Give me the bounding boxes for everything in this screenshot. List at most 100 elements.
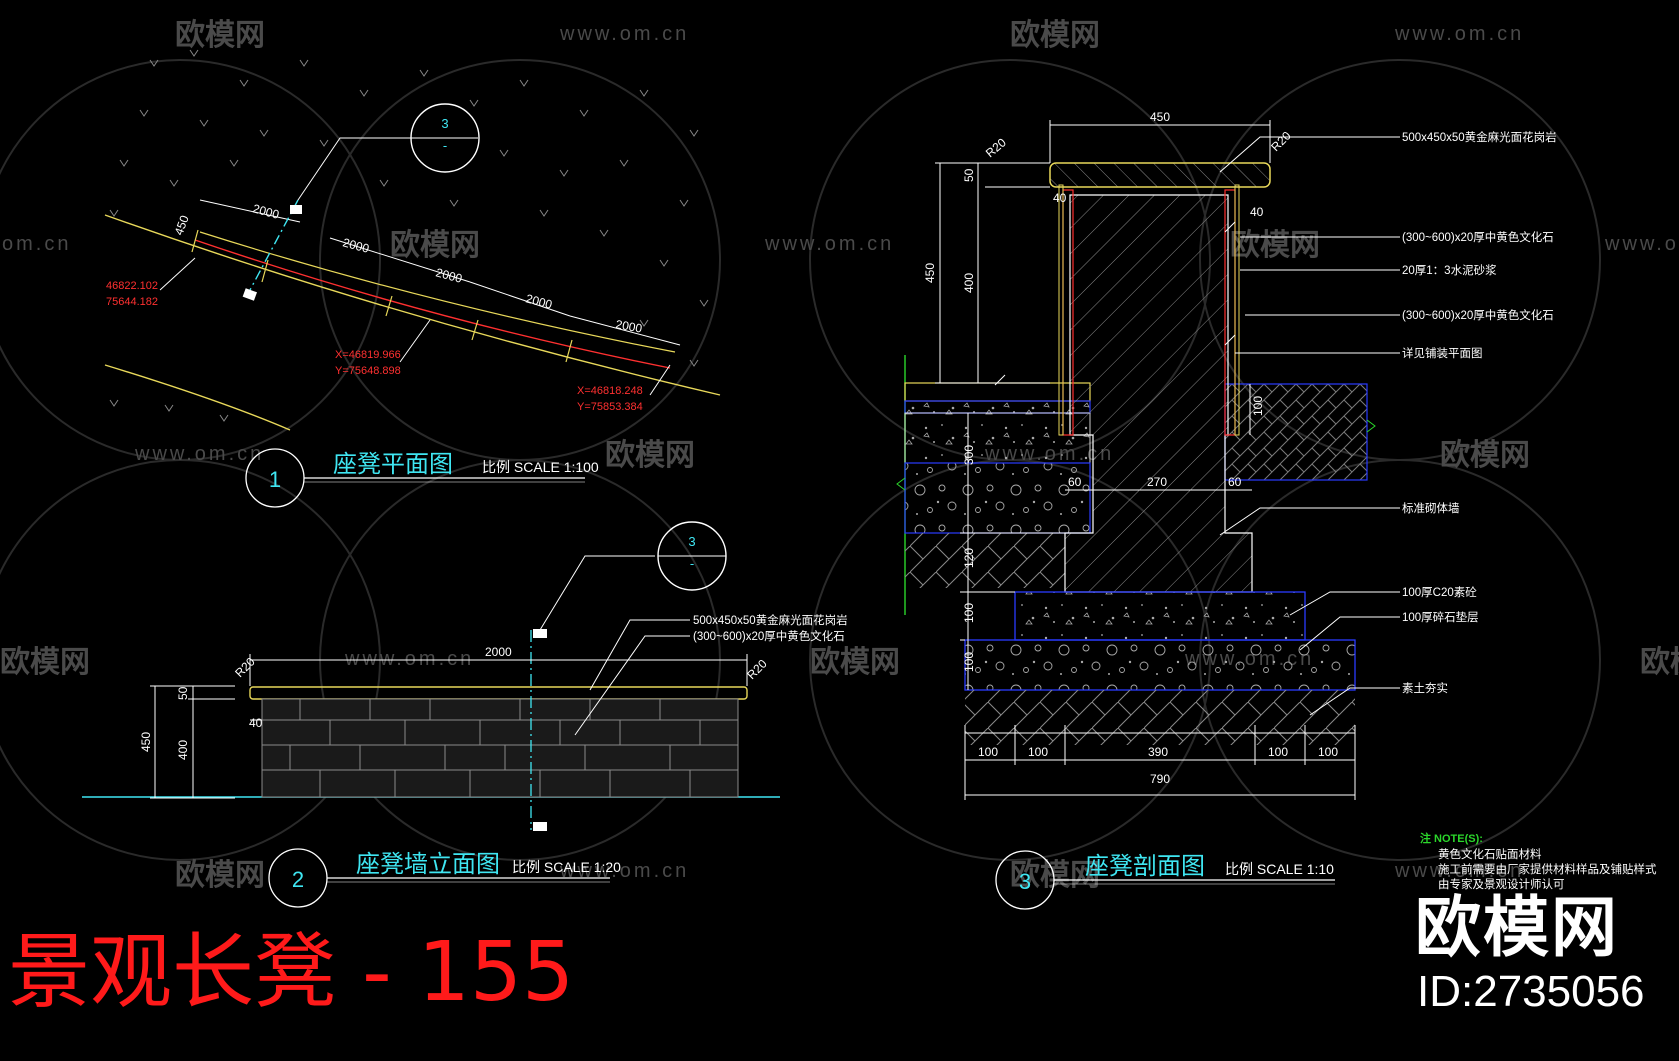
plan-callout-top: 3 [441, 116, 448, 131]
section-number: 3 [1019, 869, 1031, 894]
svg-text:www.om.cn: www.om.cn [134, 443, 264, 465]
svg-text:450: 450 [1150, 110, 1170, 124]
svg-text:黄色文化石贴面材料: 黄色文化石贴面材料 [1438, 847, 1542, 861]
svg-text:欧模网: 欧模网 [605, 439, 695, 472]
section-view: 450 R20 R20 40 40 50 450 400 300 120 100… [896, 110, 1557, 910]
svg-text:2000: 2000 [524, 291, 554, 312]
plan-number: 1 [269, 467, 281, 492]
svg-text:100厚C20素砼: 100厚C20素砼 [1402, 586, 1477, 599]
svg-text:790: 790 [1150, 772, 1170, 786]
svg-text:Y=75853.384: Y=75853.384 [577, 401, 643, 413]
svg-text:施工前需要由厂家提供材料样品及铺贴样式: 施工前需要由厂家提供材料样品及铺贴样式 [1438, 862, 1657, 876]
svg-text:40: 40 [1250, 205, 1264, 219]
svg-text:500x450x50黄金麻光面花岗岩: 500x450x50黄金麻光面花岗岩 [693, 613, 848, 627]
svg-text:40: 40 [1053, 191, 1067, 205]
svg-text:欧模网: 欧模网 [390, 229, 480, 262]
svg-text:欧模网: 欧模网 [1640, 646, 1679, 679]
svg-text:-: - [690, 556, 694, 571]
svg-text:www.om.cn: www.om.cn [559, 860, 689, 882]
svg-text:300: 300 [962, 445, 976, 465]
svg-text:由专家及景观设计师认可: 由专家及景观设计师认可 [1438, 877, 1565, 891]
svg-text:50: 50 [962, 168, 976, 182]
svg-text:100: 100 [1268, 745, 1288, 759]
svg-text:www.om.cn: www.om.cn [344, 648, 474, 670]
svg-text:46822.102: 46822.102 [106, 280, 158, 292]
drawing-set-title: 景观长凳 - 155 [8, 925, 575, 1020]
svg-text:450: 450 [172, 213, 192, 237]
svg-text:2000: 2000 [341, 235, 371, 256]
svg-text:2000: 2000 [614, 317, 643, 335]
svg-text:注 NOTE(S):: 注 NOTE(S): [1420, 831, 1483, 845]
stone-pattern [261, 698, 739, 798]
plan-view: 3 - 450 2000 2000 2000 2000 2000 46822.1… [104, 49, 721, 508]
svg-text:2000: 2000 [434, 265, 464, 286]
svg-text:3: 3 [688, 534, 695, 549]
elevation-title: 座凳墙立面图 [356, 851, 500, 878]
svg-text:120: 120 [962, 548, 976, 568]
svg-text:欧模网: 欧模网 [0, 646, 90, 679]
svg-text:40: 40 [249, 716, 263, 730]
svg-text:欧模网: 欧模网 [175, 859, 265, 892]
svg-text:100: 100 [1251, 396, 1265, 416]
svg-text:60: 60 [1228, 475, 1242, 489]
svg-text:2000: 2000 [251, 201, 281, 222]
brand-logo-text: 欧模网 [1415, 889, 1619, 966]
svg-text:欧模网: 欧模网 [1010, 19, 1100, 52]
svg-text:R20: R20 [1268, 128, 1294, 154]
svg-text:X=46819.966: X=46819.966 [335, 349, 401, 361]
svg-text:R20: R20 [232, 654, 258, 680]
svg-text:100: 100 [962, 603, 976, 623]
svg-text:欧模网: 欧模网 [1010, 859, 1100, 892]
svg-text:50: 50 [176, 686, 190, 700]
svg-text:www.om.cn: www.om.cn [1394, 860, 1524, 882]
elevation-view: 3 - 500x450x50黄金麻光面花岗岩 (300~600)x20厚中黄色文… [82, 521, 848, 908]
svg-text:欧模网: 欧模网 [1230, 229, 1320, 262]
svg-text:(300~600)x20厚中黄色文化石: (300~600)x20厚中黄色文化石 [693, 629, 845, 643]
svg-text:450: 450 [923, 263, 937, 283]
svg-text:60: 60 [1068, 475, 1082, 489]
svg-text:欧模网: 欧模网 [810, 646, 900, 679]
section-title: 座凳剖面图 [1085, 853, 1205, 880]
svg-text:400: 400 [176, 740, 190, 760]
svg-text:450: 450 [139, 732, 153, 752]
svg-text:100厚碎石垫层: 100厚碎石垫层 [1402, 610, 1479, 624]
plan-scale: 比例 SCALE 1:100 [482, 459, 599, 475]
svg-text:500x450x50黄金麻光面花岗岩: 500x450x50黄金麻光面花岗岩 [1402, 130, 1557, 144]
svg-text:(300~600)x20厚中黄色文化石: (300~600)x20厚中黄色文化石 [1402, 308, 1554, 322]
svg-text:www.om.cn: www.om.cn [1394, 23, 1524, 45]
section-scale: 比例 SCALE 1:10 [1225, 861, 1334, 877]
svg-text:R20: R20 [983, 135, 1009, 160]
notes: 注 NOTE(S): 黄色文化石贴面材料 施工前需要由厂家提供材料样品及铺贴样式… [1420, 831, 1657, 891]
svg-text:400: 400 [962, 273, 976, 293]
svg-text:www.om.cn: www.om.cn [559, 23, 689, 45]
svg-text:欧模网: 欧模网 [1440, 439, 1530, 472]
svg-text:R20: R20 [744, 656, 770, 682]
svg-text:om.cn: om.cn [2, 233, 71, 255]
svg-text:欧模网: 欧模网 [175, 19, 265, 52]
svg-text:详见铺装平面图: 详见铺装平面图 [1402, 346, 1483, 360]
svg-text:100: 100 [978, 745, 998, 759]
svg-text:素土夯实: 素土夯实 [1402, 681, 1448, 695]
svg-text:www.om.cn: www.om.cn [1604, 233, 1679, 255]
svg-text:标准砌体墙: 标准砌体墙 [1402, 501, 1460, 515]
elevation-number: 2 [292, 867, 304, 892]
svg-text:100: 100 [1318, 745, 1338, 759]
elevation-scale: 比例 SCALE 1:20 [512, 859, 621, 875]
svg-text:Y=75648.898: Y=75648.898 [335, 365, 401, 377]
svg-text:100: 100 [1028, 745, 1048, 759]
svg-text:(300~600)x20厚中黄色文化石: (300~600)x20厚中黄色文化石 [1402, 230, 1554, 244]
plan-callout-bottom: - [443, 138, 447, 153]
model-id: ID:2735056 [1417, 967, 1645, 1016]
svg-text:20厚1：3水泥砂浆: 20厚1：3水泥砂浆 [1402, 263, 1497, 277]
watermarks: 欧模网 www.om.cn 欧模网 www.om.cn om.cn 欧模网 ww… [0, 19, 1679, 892]
plan-title: 座凳平面图 [333, 451, 453, 478]
svg-text:2000: 2000 [485, 645, 512, 659]
svg-text:X=46818.248: X=46818.248 [577, 385, 643, 397]
grass-hatch [109, 49, 709, 422]
svg-text:100: 100 [962, 652, 976, 672]
svg-text:75644.182: 75644.182 [106, 296, 158, 308]
svg-text:www.om.cn: www.om.cn [764, 233, 894, 255]
svg-text:390: 390 [1148, 745, 1168, 759]
svg-text:270: 270 [1147, 475, 1167, 489]
